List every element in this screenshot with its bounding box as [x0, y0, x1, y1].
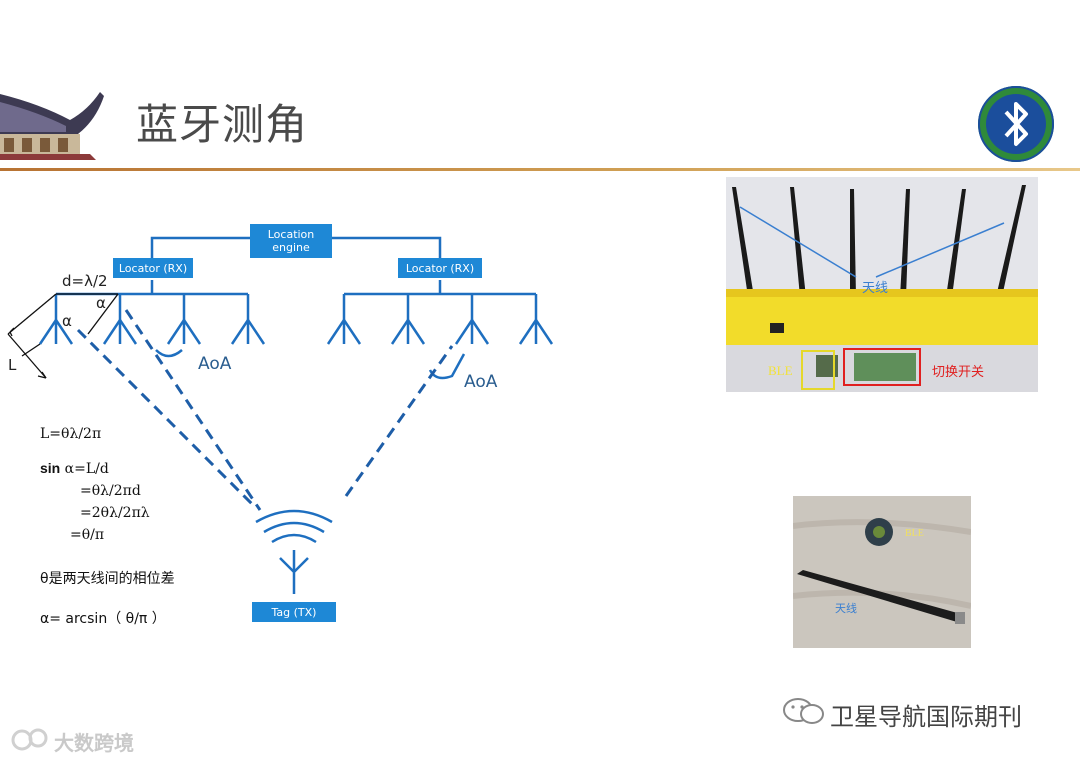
antenna-array-photo: 天线 BLE 切换开关 — [726, 177, 1038, 392]
formula-theta-desc: θ是两天线间的相位差 — [40, 571, 175, 587]
location-engine-line1: Location — [267, 228, 315, 241]
location-engine-box: Location engine — [250, 224, 332, 258]
antenna-label: 天线 — [862, 280, 889, 295]
d-label: d=λ/2 — [62, 272, 108, 290]
formula-sin-rest: α=L/d — [60, 461, 109, 477]
roof-decoration-image — [0, 92, 104, 160]
ble-module-photo: BLE 天线 — [793, 496, 971, 648]
aoa-left-label: AoA — [198, 354, 232, 374]
antenna-label-2: 天线 — [835, 603, 857, 615]
aoa-right-label: AoA — [464, 372, 498, 392]
diagram-lines — [7, 236, 554, 594]
formula-step-1: =θλ/2πd — [80, 483, 141, 499]
antenna-array-drawing — [726, 177, 1038, 392]
ble-label-2: BLE — [905, 528, 924, 539]
formula-sin-prefix: sin — [40, 460, 61, 476]
locator-right-box: Locator (RX) — [398, 258, 482, 278]
aoa-diagram: Location engine Locator (RX) Locator (RX… — [0, 210, 620, 630]
ble-label: BLE — [768, 363, 793, 378]
location-engine-line2: engine — [272, 241, 310, 254]
watermark-text: 大数跨境 — [54, 731, 134, 755]
formula-l: L=θλ/2π — [40, 426, 102, 442]
alpha-label-2: α — [96, 294, 106, 312]
l-label: L — [8, 356, 17, 374]
ble-module-drawing — [793, 496, 971, 648]
switch-label: 切换开关 — [932, 364, 985, 379]
tag-box: Tag (TX) — [252, 602, 336, 622]
formula-step-2: =2θλ/2πλ — [80, 505, 150, 521]
header-divider — [0, 168, 1080, 171]
page-title: 蓝牙测角 — [136, 100, 309, 149]
wechat-account-name: 卫星导航国际期刊 — [830, 703, 1022, 731]
bluetooth-logo-icon — [978, 86, 1054, 162]
locator-left-box: Locator (RX) — [113, 258, 193, 278]
alpha-label: α — [62, 312, 72, 330]
formula-step-3: =θ/π — [70, 527, 105, 543]
formula-sin: sin α=L/d — [40, 460, 109, 477]
formula-alpha: α= arcsin（ θ/π ） — [40, 611, 166, 627]
wechat-icon — [783, 698, 824, 724]
watermark-logo-icon — [11, 728, 48, 751]
